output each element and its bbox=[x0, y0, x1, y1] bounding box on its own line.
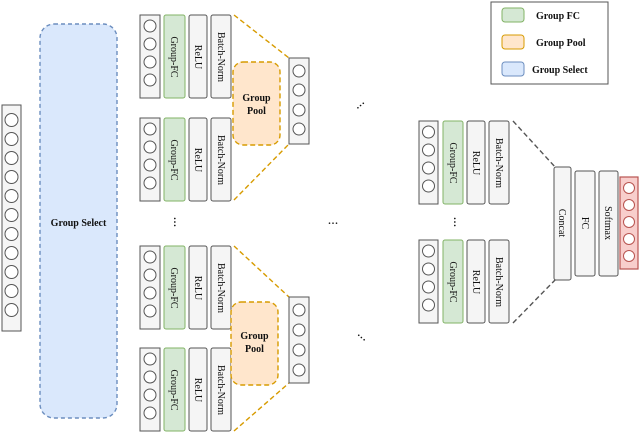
batch-norm-label: Batch-Norm bbox=[493, 138, 504, 188]
group-fc-box bbox=[442, 120, 464, 205]
fc-box bbox=[574, 170, 596, 277]
ellipsis-horizontal: ... bbox=[328, 213, 339, 228]
legend: Group FC Group Pool Group Select bbox=[490, 1, 609, 85]
group-pool-top: Group Pool bbox=[232, 14, 310, 201]
softmax-box bbox=[598, 170, 619, 277]
group-select-block: Group Select bbox=[39, 23, 118, 419]
group-fc-label: Group-FC bbox=[168, 369, 179, 410]
relu-label: ReLU bbox=[192, 45, 203, 70]
group-pool-label-line2: Pool bbox=[245, 344, 264, 355]
ellipsis-vertical: ... bbox=[170, 217, 185, 228]
group-pool-label-line1: Group bbox=[242, 93, 271, 104]
relu-label: ReLU bbox=[470, 270, 481, 295]
batch-norm-label: Batch-Norm bbox=[493, 257, 504, 307]
group-fc-label: Group-FC bbox=[447, 142, 458, 183]
group-select-box bbox=[39, 23, 118, 419]
legend-swatch-group-select bbox=[501, 61, 525, 77]
branch-2: Group-FC ReLU Batch-Norm bbox=[139, 117, 232, 202]
group-fc-box bbox=[163, 245, 186, 330]
batch-norm-label: Batch-Norm bbox=[215, 32, 226, 82]
concat-box bbox=[553, 166, 572, 281]
concat-label: Concat bbox=[556, 209, 567, 238]
right-branch-b: Group-FC ReLU Batch-Norm bbox=[418, 239, 510, 324]
input-layer bbox=[1, 104, 22, 332]
branch-1: Group-FC ReLU Batch-Norm bbox=[139, 14, 232, 99]
legend-label-group-select: Group Select bbox=[532, 65, 588, 76]
group-fc-box bbox=[163, 14, 186, 99]
relu-label: ReLU bbox=[192, 148, 203, 173]
batch-norm-label: Batch-Norm bbox=[215, 365, 226, 415]
group-fc-box bbox=[163, 117, 186, 202]
group-fc-label: Group-FC bbox=[168, 36, 179, 77]
group-fc-label: Group-FC bbox=[168, 267, 179, 308]
softmax-label: Softmax bbox=[602, 206, 613, 240]
group-fc-box bbox=[442, 239, 464, 324]
group-pool-label-line2: Pool bbox=[247, 106, 266, 117]
group-pool-box bbox=[230, 301, 279, 386]
branch-3: Group-FC ReLU Batch-Norm bbox=[139, 245, 232, 330]
fc-label: FC bbox=[579, 217, 590, 230]
group-fc-box bbox=[163, 347, 186, 432]
connector-line bbox=[512, 120, 557, 169]
group-pool-label-line1: Group bbox=[240, 331, 269, 342]
group-pool-box bbox=[232, 61, 281, 146]
group-fc-label: Group-FC bbox=[168, 139, 179, 180]
batch-norm-label: Batch-Norm bbox=[215, 135, 226, 185]
branch-4: Group-FC ReLU Batch-Norm bbox=[139, 347, 232, 432]
group-fc-label: Group-FC bbox=[447, 261, 458, 302]
relu-label: ReLU bbox=[192, 276, 203, 301]
legend-label-group-pool: Group Pool bbox=[536, 38, 586, 49]
ellipsis-vertical: ... bbox=[450, 217, 465, 228]
relu-label: ReLU bbox=[192, 378, 203, 403]
ellipsis-diagonal: ... bbox=[350, 94, 368, 112]
legend-swatch-group-pool bbox=[501, 34, 525, 50]
legend-swatch-group-fc bbox=[501, 7, 525, 23]
group-pool-bottom: Group Pool bbox=[230, 245, 310, 432]
connector-line bbox=[512, 278, 557, 324]
relu-label: ReLU bbox=[470, 151, 481, 176]
group-select-label: Group Select bbox=[51, 218, 107, 229]
output-head: Concat FC Softmax bbox=[553, 166, 639, 281]
right-branch-a: Group-FC ReLU Batch-Norm bbox=[418, 120, 510, 205]
batch-norm-label: Batch-Norm bbox=[215, 263, 226, 313]
legend-label-group-fc: Group FC bbox=[536, 11, 580, 22]
ellipsis-diagonal: ... bbox=[354, 326, 372, 344]
